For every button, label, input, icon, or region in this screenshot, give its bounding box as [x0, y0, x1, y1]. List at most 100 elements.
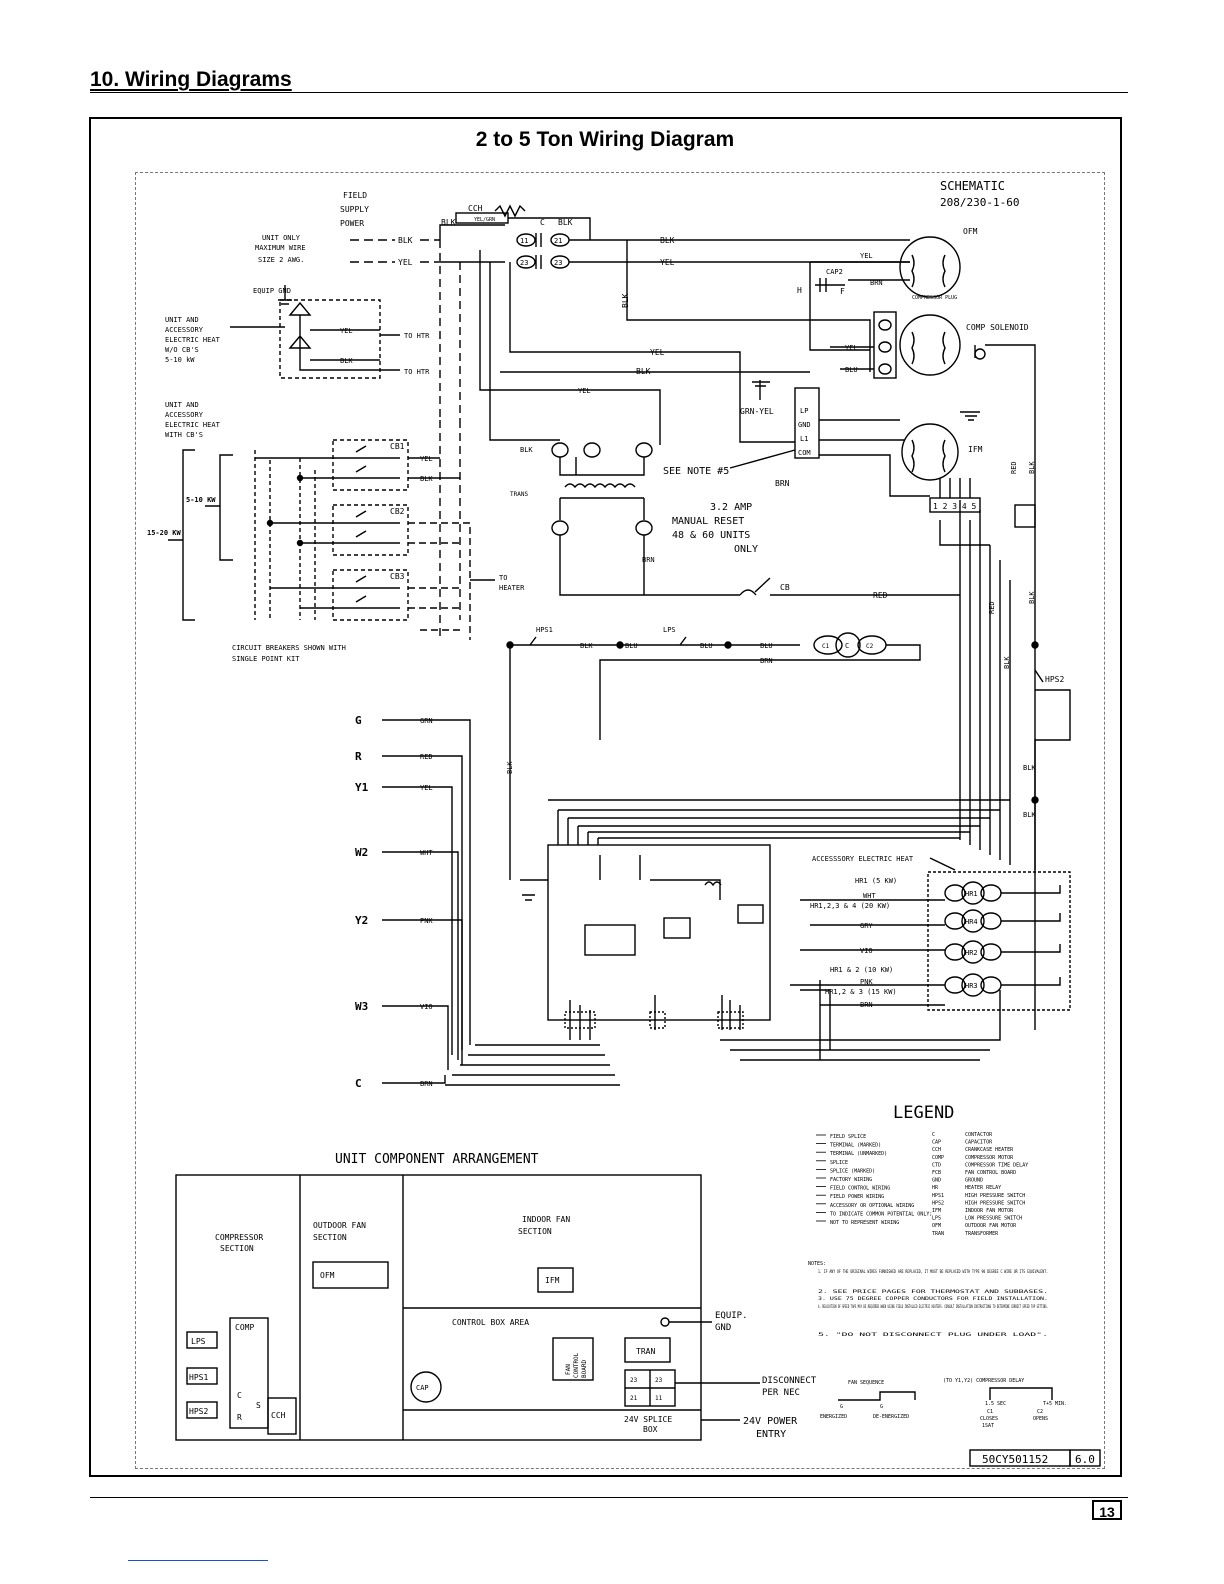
- svg-text:21: 21: [630, 1395, 638, 1402]
- compressor-plug-label: COMPRESSOR PLUG: [912, 295, 957, 301]
- wire-label: YEL: [398, 258, 413, 267]
- unit-only-label: UNIT ONLY MAXIMUM WIRE SIZE 2 AWG.: [255, 234, 306, 264]
- svg-text:HR4: HR4: [965, 918, 978, 926]
- legend-symbol: FIELD POWER WIRING: [830, 1194, 884, 1200]
- svg-text:COMPRESSOR: COMPRESSOR: [215, 1233, 263, 1242]
- compressor-motor: [899, 314, 961, 376]
- wire-label: RED: [873, 591, 888, 600]
- svg-text:HR1 & 2 (10 KW): HR1 & 2 (10 KW): [830, 966, 893, 974]
- svg-text:G: G: [840, 1404, 843, 1410]
- kw-label: 5-10 KW: [186, 496, 216, 504]
- wire-label: BLU: [845, 366, 858, 374]
- legend-abbr-code: TRAN: [932, 1231, 944, 1237]
- svg-text:GND: GND: [798, 421, 811, 429]
- footer-rule: [90, 1497, 1128, 1498]
- kw-label: 15-20 KW: [147, 529, 182, 537]
- schematic-header-1: SCHEMATIC: [940, 179, 1005, 193]
- legend-abbr-text: GROUND: [965, 1178, 983, 1184]
- svg-text:23: 23: [630, 1377, 638, 1384]
- circuit-breakers-note: CIRCUIT BREAKERS SHOWN WITH SINGLE POINT…: [232, 644, 346, 663]
- svg-text:HR1,2 & 3 (15 KW): HR1,2 & 3 (15 KW): [825, 988, 897, 996]
- svg-text:HPS1: HPS1: [189, 1373, 208, 1382]
- svg-text:5-10 kW: 5-10 kW: [165, 356, 195, 364]
- wire-label: BLK: [398, 236, 413, 245]
- wire-label: BLK: [636, 367, 651, 376]
- wire-label: BRN: [642, 556, 655, 564]
- svg-text:G: G: [355, 714, 362, 727]
- legend-symbol: FACTORY WIRING: [830, 1177, 872, 1183]
- svg-text:DISCONNECT: DISCONNECT: [762, 1376, 817, 1386]
- svg-text:Y2: Y2: [355, 914, 368, 927]
- svg-text:SECTION: SECTION: [220, 1244, 254, 1253]
- svg-text:C1: C1: [822, 643, 830, 650]
- svg-text:11: 11: [520, 237, 528, 245]
- accessory-heater-box: [927, 871, 1071, 1011]
- svg-text:FAN: FAN: [565, 1364, 572, 1375]
- svg-text:HR1: HR1: [965, 890, 978, 898]
- svg-text:INDOOR FAN: INDOOR FAN: [522, 1215, 570, 1224]
- svg-text:BOARD: BOARD: [581, 1360, 588, 1378]
- svg-text:POWER: POWER: [340, 219, 364, 228]
- wire-label: VIO: [860, 947, 873, 955]
- svg-text:T+5 MIN.: T+5 MIN.: [1043, 1401, 1067, 1407]
- ofm-label: OFM: [963, 227, 978, 236]
- legend-abbr-code: C: [932, 1132, 935, 1138]
- notes-title: NOTES:: [808, 1261, 826, 1267]
- svg-text:S: S: [256, 1401, 261, 1410]
- legend-abbr-code: HPS1: [932, 1193, 944, 1199]
- legend-abbr-code: CAP: [932, 1140, 941, 1146]
- svg-text:ENERGIZED: ENERGIZED: [820, 1414, 847, 1420]
- svg-text:ELECTRIC HEAT: ELECTRIC HEAT: [165, 421, 221, 429]
- heater-labels: HR1 (5 KW) HR1,2,3 & 4 (20 KW) HR1 & 2 (…: [810, 877, 897, 996]
- cch-label: CCH: [468, 204, 483, 213]
- heater-relay-hr1: HR1: [944, 881, 1061, 905]
- connector-plug: [717, 1011, 744, 1029]
- svg-text:HR2: HR2: [965, 949, 978, 957]
- legend-note: 4. RELOCATION OF SPEED TAPS MAY BE REQUI…: [818, 1304, 1048, 1310]
- legend-symbol: TERMINAL (UNMARKED): [830, 1151, 887, 1157]
- wire-label: GRN-YEL: [740, 407, 774, 416]
- legend-abbr-code: CCH: [932, 1147, 941, 1153]
- ofm-motor: [899, 236, 961, 298]
- legend-note: 3. USE 75 DEGREE COPPER CONDUCTORS FOR F…: [818, 1296, 1048, 1302]
- svg-text:ACCESSORY: ACCESSORY: [165, 326, 204, 334]
- contactor-label: C: [540, 218, 545, 227]
- svg-text:WITH CB'S: WITH CB'S: [165, 431, 203, 439]
- legend-symbol: NOT TO REPRESENT WIRING: [830, 1220, 899, 1226]
- legend-abbr-text: HIGH PRESSURE SWITCH: [965, 1200, 1025, 1206]
- legend-notes: 1. IF ANY OF THE ORIGINAL WIRES FURNISHE…: [818, 1269, 1048, 1338]
- svg-text:3.2 AMP: 3.2 AMP: [710, 502, 752, 513]
- svg-text:CB2: CB2: [390, 507, 405, 516]
- svg-text:C2: C2: [866, 643, 874, 650]
- svg-text:COMP: COMP: [235, 1323, 254, 1332]
- legend-abbr-code: HPS2: [932, 1200, 944, 1206]
- svg-text:1.5 SEC: 1.5 SEC: [985, 1401, 1006, 1407]
- cap2-label: CAP2: [826, 268, 843, 276]
- arrangement-title: UNIT COMPONENT ARRANGEMENT: [335, 1152, 539, 1167]
- svg-text:RED: RED: [420, 753, 433, 761]
- field-supply-label: FIELD SUPPLY POWER: [340, 191, 369, 228]
- svg-text:(TO Y1,Y2) COMPRESSOR DELAY: (TO Y1,Y2) COMPRESSOR DELAY: [943, 1378, 1024, 1384]
- svg-text:COM: COM: [798, 449, 811, 457]
- wire-label: BLK: [1003, 656, 1011, 669]
- wire-label: YEL: [578, 387, 591, 395]
- svg-text:WHT: WHT: [420, 849, 433, 857]
- wire-label: YEL: [860, 252, 873, 260]
- wire-label: BLK: [506, 761, 514, 774]
- legend-abbr-text: FAN CONTROL BOARD: [965, 1170, 1016, 1176]
- svg-text:UNIT AND: UNIT AND: [165, 401, 199, 409]
- svg-text:BOX: BOX: [643, 1425, 658, 1434]
- compressor-plug: [873, 311, 897, 379]
- svg-text:W2: W2: [355, 846, 368, 859]
- relay-block: [737, 904, 764, 924]
- svg-text:TRAN: TRAN: [636, 1347, 655, 1356]
- cch-heater-symbol: [494, 204, 526, 218]
- svg-text:CCH: CCH: [271, 1411, 286, 1420]
- trans-label: TRANS: [510, 491, 528, 498]
- hps1-label: HPS1: [536, 626, 553, 634]
- svg-text:OPENS: OPENS: [1033, 1416, 1048, 1422]
